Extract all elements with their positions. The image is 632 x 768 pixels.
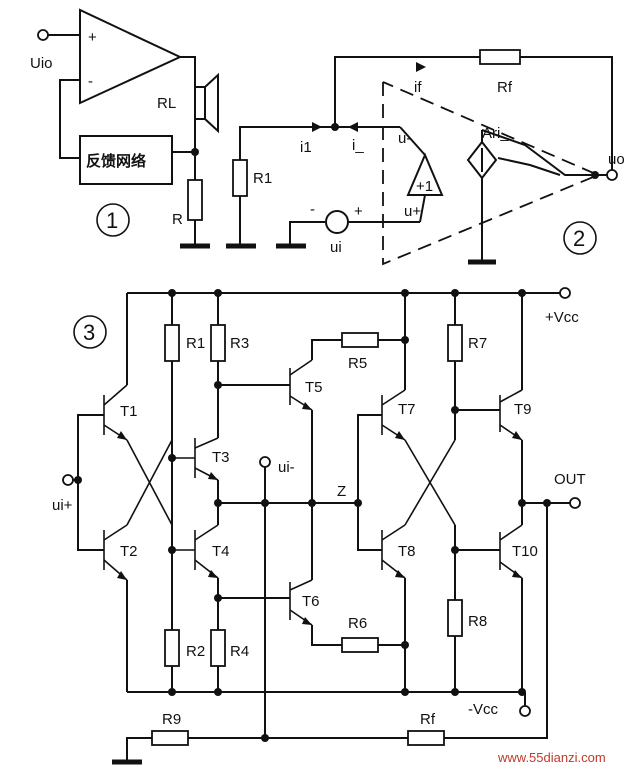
z-label: Z (337, 483, 346, 500)
rf-label: Rf (497, 79, 513, 96)
r1-label-fig2: R1 (253, 170, 272, 187)
r5-label: R5 (348, 355, 367, 372)
u-plus-label: u+ (404, 203, 421, 220)
resistor-r2 (164, 629, 180, 667)
r-label: R (172, 211, 183, 228)
t4-label: T4 (212, 543, 230, 560)
rf-label-fig3: Rf (420, 711, 436, 728)
t6-label: T6 (302, 593, 320, 610)
ui-plus-label: ui+ (52, 497, 73, 514)
voltage-source-ui (325, 210, 349, 234)
figure-1-number: 1 (106, 208, 118, 233)
resistor-rf-fig3 (407, 730, 445, 746)
resistor-rf (479, 49, 521, 65)
ari-label: Ari_ (482, 125, 509, 142)
resistor-r9 (151, 730, 189, 746)
uo-label: uo (608, 151, 625, 168)
figure-3: +Vcc -Vcc T1 T2 ui+ R1 (52, 287, 586, 765)
speaker-icon (194, 86, 206, 120)
r4-label: R4 (230, 643, 249, 660)
source-plus: + (354, 203, 363, 220)
source-minus: - (310, 201, 315, 218)
t5-label: T5 (305, 379, 323, 396)
figure-3-number: 3 (83, 320, 95, 345)
t9-label: T9 (514, 401, 532, 418)
uio-terminal (37, 29, 49, 41)
r2-label: R2 (186, 643, 205, 660)
resistor-r4 (210, 629, 226, 667)
r1-label: R1 (186, 335, 205, 352)
resistor-r3 (210, 324, 226, 362)
u-minus-label: u- (398, 130, 411, 147)
out-label: OUT (554, 471, 586, 488)
fig1-plus: + (88, 29, 97, 46)
t2-label: T2 (120, 543, 138, 560)
feedback-network-label: 反馈网络 (86, 152, 146, 170)
figure-2-number: 2 (573, 226, 585, 251)
ui-minus-label: ui- (278, 459, 295, 476)
figure-1: + - Uio 反馈网络 RL R 1 (30, 8, 219, 249)
resistor-r1 (164, 324, 180, 362)
resistor-r7 (447, 324, 463, 362)
vcc-neg-label: -Vcc (468, 701, 499, 718)
vcc-pos-label: +Vcc (545, 309, 579, 326)
resistor-r1-fig2 (232, 159, 248, 197)
r3-label: R3 (230, 335, 249, 352)
t3-label: T3 (212, 449, 230, 466)
t1-label: T1 (120, 403, 138, 420)
fig1-minus: - (88, 73, 93, 90)
op-amp-1 (79, 8, 183, 105)
r7-label: R7 (468, 335, 487, 352)
resistor-r6 (341, 637, 379, 653)
resistor-r8 (447, 599, 463, 637)
i-minus-label: i_ (352, 137, 364, 154)
feedback-network-box (79, 135, 173, 185)
resistor-r (187, 179, 203, 221)
uio-label: Uio (30, 55, 53, 72)
t10-label: T10 (512, 543, 538, 560)
figure-2: Rf if R1 i1 i_ u- +1 - + ui u+ (226, 49, 625, 266)
r9-label: R9 (162, 711, 181, 728)
resistor-r5 (341, 332, 379, 348)
r6-label: R6 (348, 615, 367, 632)
uo-terminal (606, 169, 618, 181)
t8-label: T8 (398, 543, 416, 560)
t7-label: T7 (398, 401, 416, 418)
rl-label: RL (157, 95, 176, 112)
r8-label: R8 (468, 613, 487, 630)
watermark: www.55dianzi.com (497, 750, 606, 765)
if-label: if (414, 79, 422, 96)
i1-label: i1 (300, 139, 312, 156)
buffer-label: +1 (416, 178, 433, 195)
ui-label: ui (330, 239, 342, 256)
